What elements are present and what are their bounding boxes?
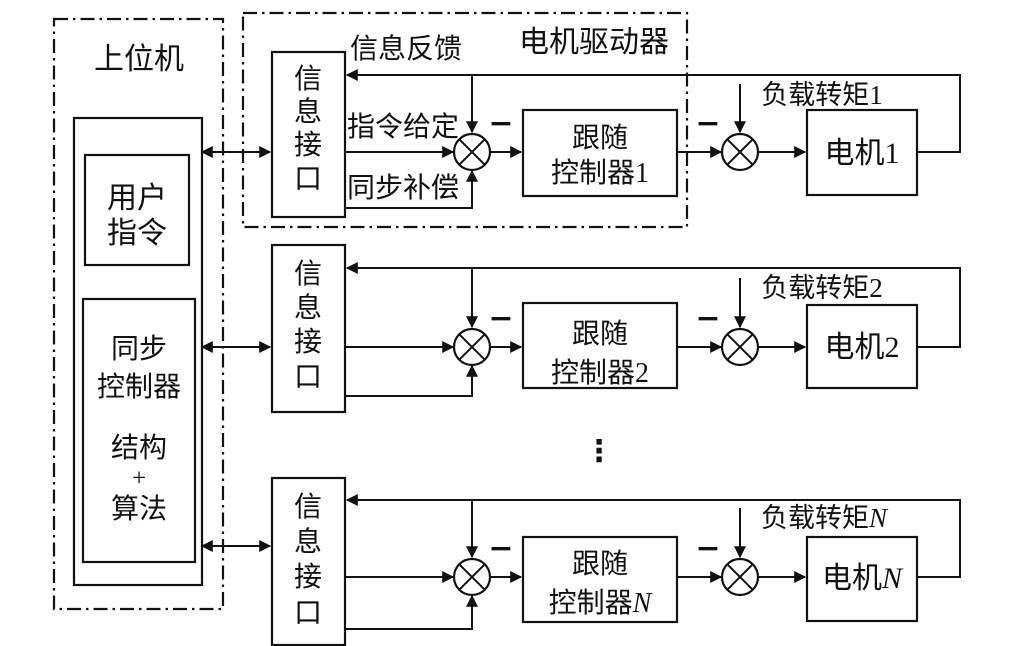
compensation-signal-label: 同步补偿	[347, 172, 459, 204]
command-signal-label: 指令给定	[347, 111, 459, 143]
info-interface-char: 口	[294, 164, 322, 195]
follow-controller-box-2	[521, 301, 679, 390]
motor-label-1: 电机1	[825, 137, 900, 170]
sync-controller-line5: 算法	[111, 493, 167, 525]
info-interface-char: 息	[294, 526, 322, 558]
channel-2: 信 息 接 口 − 跟随 控制器2 − 负载转矩2 电机2	[200, 243, 961, 414]
motor-driver-title: 电机驱动器	[519, 26, 669, 59]
user-command-line1: 用户	[107, 182, 167, 215]
info-interface-box-1	[270, 50, 347, 219]
host-computer-title: 上位机	[94, 43, 184, 76]
channel-N: 信 息 接 口 − 跟随 控制器N − 负载转矩N 电机N	[200, 476, 961, 646]
sync-controller-line2: 控制器	[97, 371, 181, 403]
info-interface-char: 接	[294, 326, 322, 358]
torque-sum-junction-N	[720, 557, 760, 597]
follow-controller-line2: 控制器1	[551, 157, 649, 189]
follow-controller-line1: 跟随	[572, 122, 628, 154]
load-torque-label-N: 负载转矩N	[761, 503, 889, 533]
motor-driver-outline	[241, 11, 689, 229]
sync-controller-box	[81, 297, 197, 564]
follow-controller-box-1	[521, 108, 679, 198]
info-interface-char: 口	[294, 362, 322, 393]
follow-controller-line2: 控制器N	[549, 587, 653, 619]
load-torque-label-2: 负载转矩2	[761, 273, 883, 303]
info-interface-char: 信	[294, 258, 322, 290]
info-interface-char: 接	[294, 129, 322, 161]
follow-controller-line1: 跟随	[572, 318, 628, 350]
info-interface-box-N	[270, 476, 347, 646]
cmd-sum-junction-2	[452, 327, 492, 367]
follow-controller-box-N	[521, 535, 679, 624]
feedback-signal-label: 信息反馈	[350, 33, 462, 65]
info-interface-char: 息	[294, 292, 322, 324]
motor-label-2: 电机2	[825, 331, 900, 364]
user-command-line2: 指令	[107, 217, 167, 250]
channel-1: 信 息 接 口 − 跟随 控制器1 − 负载转矩1 电机1 信息反馈 指令给定 …	[200, 33, 961, 219]
motor-driver-group: 电机驱动器	[241, 11, 689, 229]
info-interface-char: 信	[294, 63, 322, 95]
minus-sign: −	[488, 301, 513, 336]
info-interface-char: 接	[294, 561, 322, 593]
host-computer-group: 上位机 用户 指令 同步 控制器 结构 + 算法	[52, 17, 225, 611]
torque-sum-junction-1	[720, 132, 760, 172]
info-interface-char: 信	[294, 491, 322, 523]
plus-sign: +	[132, 465, 146, 492]
minus-sign: −	[695, 106, 720, 141]
feedback-line-2	[345, 262, 961, 348]
feedback-line-N	[345, 494, 961, 578]
minus-sign: −	[695, 531, 720, 566]
user-command-box	[83, 153, 191, 267]
minus-sign: −	[695, 301, 720, 336]
load-torque-label-1: 负载转矩1	[761, 80, 883, 110]
motor-label-N: 电机N	[822, 562, 904, 595]
compensation-line-2	[345, 364, 478, 397]
info-interface-char: 口	[294, 598, 322, 629]
host-computer-outline	[52, 17, 225, 611]
info-interface-char: 息	[294, 96, 322, 128]
compensation-line-1	[345, 169, 478, 209]
compensation-line-N	[345, 594, 478, 630]
motor-box-1	[805, 108, 919, 197]
info-interface-box-2	[270, 243, 347, 414]
sync-controller-line1: 同步	[111, 334, 167, 365]
torque-sum-junction-2	[720, 327, 760, 367]
motor-box-N	[805, 535, 919, 623]
motor-box-2	[805, 303, 919, 390]
follow-controller-line2: 控制器2	[551, 357, 649, 389]
feedback-line-1	[345, 69, 961, 153]
cmd-sum-junction-N	[452, 557, 492, 597]
minus-sign: −	[488, 106, 513, 141]
cmd-sum-junction-1	[452, 132, 492, 172]
minus-sign: −	[488, 531, 513, 566]
follow-controller-line1: 跟随	[572, 548, 628, 580]
sync-controller-line3: 结构	[111, 432, 167, 464]
vertical-ellipsis: ⋮	[584, 434, 612, 469]
